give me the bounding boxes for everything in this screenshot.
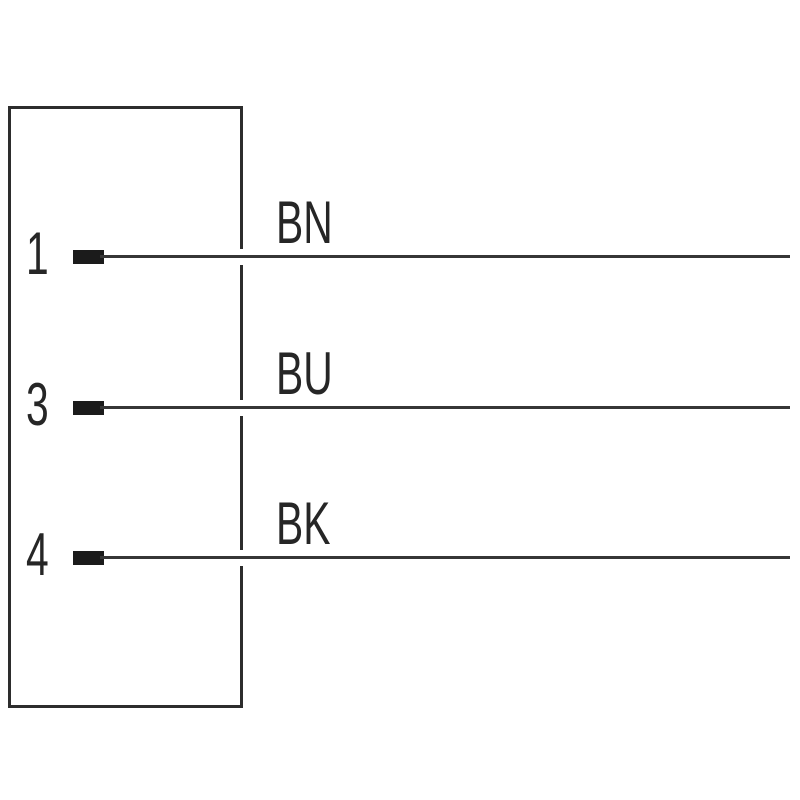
pin-number: 1 [26, 220, 49, 287]
wire-color-label: BK [276, 490, 331, 557]
pin-number: 3 [26, 371, 49, 438]
wire-line [100, 406, 790, 409]
wire-line [100, 255, 790, 258]
pin-terminal [73, 401, 104, 415]
wire-line [100, 556, 790, 559]
wire-color-label: BN [276, 189, 333, 256]
pin-terminal [73, 250, 104, 264]
pin-terminal [73, 551, 104, 565]
wire-color-label: BU [276, 340, 333, 407]
pin-number: 4 [26, 521, 49, 588]
